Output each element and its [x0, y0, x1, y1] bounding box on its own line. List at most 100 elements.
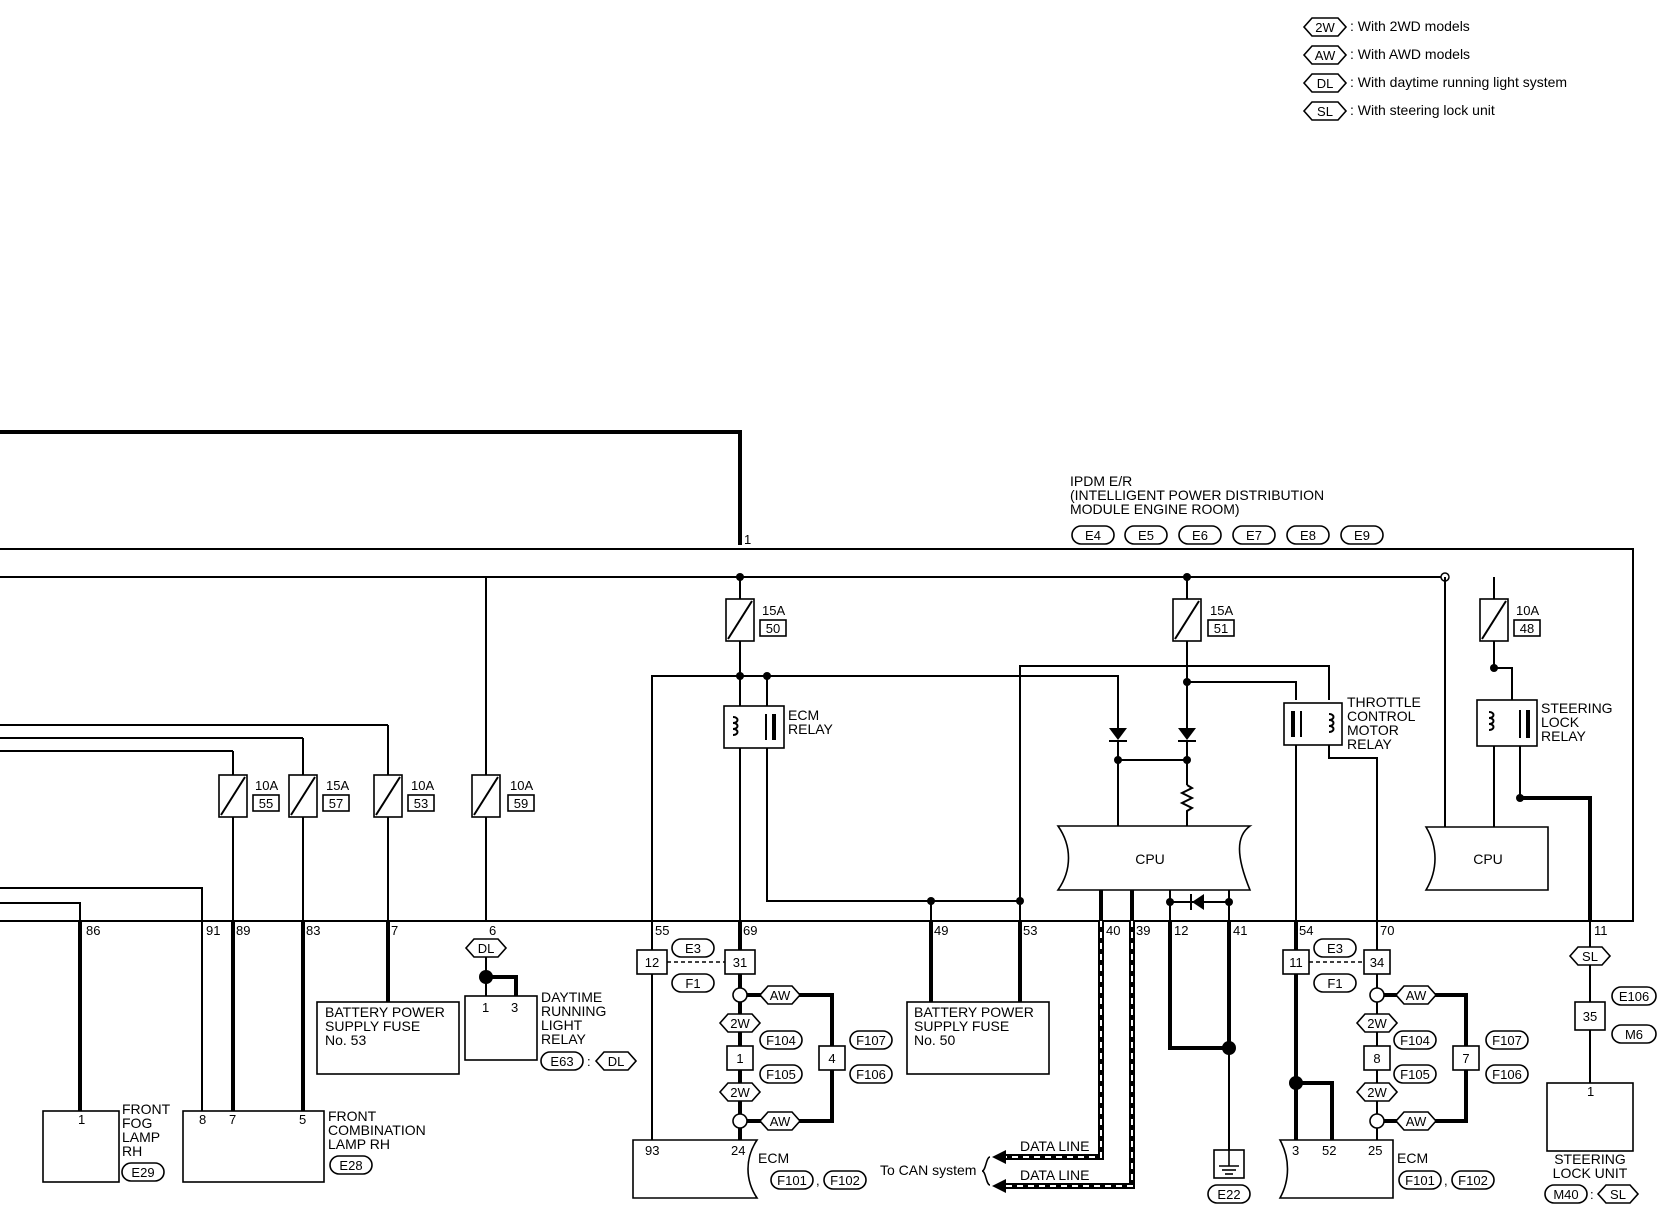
cpu-left: CPU [1056, 825, 1253, 891]
component-label: SUPPLY FUSE [325, 1018, 420, 1034]
separator: , [1444, 1173, 1448, 1188]
pin-label: 1 [736, 1051, 743, 1066]
pin-label: 52 [1322, 1143, 1336, 1158]
pin-label: 11 [1594, 923, 1608, 938]
legend-text: : With 2WD models [1350, 18, 1470, 34]
diode-internal [1166, 894, 1233, 910]
option-code: SL [1582, 949, 1598, 964]
connector-label: F107 [856, 1033, 886, 1048]
legend-text: : With steering lock unit [1350, 102, 1495, 118]
pin-label: 8 [1373, 1051, 1380, 1066]
legend-item-aw: AW : With AWD models [1302, 45, 1470, 65]
battery-power-supply-fuse-53: BATTERY POWER SUPPLY FUSE No. 53 [316, 1001, 460, 1075]
connector-label: M40 [1553, 1187, 1578, 1202]
separator: , [816, 1173, 820, 1188]
fuse-number: 48 [1520, 621, 1534, 636]
option-code: SL [1610, 1187, 1626, 1202]
legend-code: 2W [1315, 20, 1335, 35]
fuse-55: 10A 55 [218, 774, 280, 818]
pin-label: 34 [1370, 955, 1384, 970]
connector-label: E5 [1138, 528, 1154, 543]
legend-code: AW [1315, 48, 1336, 63]
fuse-number: 59 [514, 796, 528, 811]
fuse-59: 10A 59 [471, 774, 535, 818]
relay-label: MOTOR [1347, 722, 1399, 738]
ipdm-module: IPDM E/R (INTELLIGENT POWER DISTRIBUTION… [0, 473, 1634, 922]
connector-label: E28 [339, 1158, 362, 1173]
connector-label: F104 [1400, 1033, 1430, 1048]
pin-label: 39 [1136, 923, 1150, 938]
connector-label: F101 [1405, 1173, 1435, 1188]
cpu-label: CPU [1135, 851, 1165, 867]
pin-label: 5 [299, 1112, 306, 1127]
component-label: FRONT [122, 1101, 171, 1117]
aw-marker: AW [1394, 1111, 1438, 1131]
component-label: BATTERY POWER [914, 1004, 1034, 1020]
pin-label: 35 [1583, 1009, 1597, 1024]
connector-label: E3 [685, 941, 701, 956]
fuse-rating: 15A [326, 778, 349, 793]
aw-marker: AW [758, 985, 802, 1005]
steering-lock-relay: STEERING LOCK RELAY [1476, 699, 1613, 747]
diode-left [1109, 728, 1127, 742]
component-label: No. 50 [914, 1032, 955, 1048]
fuse-53: 10A 53 [373, 774, 435, 818]
option-code: AW [770, 1114, 791, 1129]
throttle-control-motor-relay: THROTTLE CONTROL MOTOR RELAY [1283, 694, 1421, 752]
legend-text: : With AWD models [1350, 46, 1470, 62]
2w-marker: 2W [1355, 1082, 1399, 1102]
option-code: 2W [1367, 1085, 1387, 1100]
option-code: AW [1406, 988, 1427, 1003]
aw-marker: AW [758, 1111, 802, 1131]
fuse-57: 15A 57 [288, 774, 350, 818]
connector-label: F106 [1492, 1067, 1522, 1082]
ipdm-outline [0, 548, 1634, 922]
cpu-label: CPU [1473, 851, 1503, 867]
fuse-rating: 10A [510, 778, 533, 793]
aw-marker: AW [1394, 985, 1438, 1005]
pin-label: 55 [655, 923, 669, 938]
connector-label: E9 [1354, 528, 1370, 543]
connector-label: F106 [856, 1067, 886, 1082]
connector-label: E22 [1217, 1187, 1240, 1202]
fuse-rating: 10A [1516, 603, 1539, 618]
fuse-number: 57 [329, 796, 343, 811]
connector-label: E3 [1327, 941, 1343, 956]
connector-label: E8 [1300, 528, 1316, 543]
component-label: ECM [758, 1150, 789, 1166]
component-label: BATTERY POWER [325, 1004, 445, 1020]
pin-labels: 86 91 89 83 7 6 55 69 49 53 40 39 12 41 … [86, 923, 1608, 938]
fuse-number: 53 [414, 796, 428, 811]
pin-label: 89 [236, 923, 250, 938]
pin-label: 69 [743, 923, 757, 938]
relay-label: STEERING [1541, 700, 1613, 716]
option-code: AW [1406, 1114, 1427, 1129]
ecm-relay: ECM RELAY [723, 705, 834, 749]
fuse-48: 10A 48 [1479, 598, 1541, 642]
component-label: DAYTIME [541, 989, 602, 1005]
pin-label: 54 [1299, 923, 1313, 938]
fuse-rating: 15A [762, 603, 785, 618]
2w-marker: 2W [1355, 1013, 1399, 1033]
option-code: 2W [730, 1085, 750, 1100]
connector-label: F105 [1400, 1067, 1430, 1082]
legend-item-dl: DL : With daytime running light system [1302, 73, 1567, 93]
legend-text: : With daytime running light system [1350, 74, 1567, 90]
pin-label: 12 [1174, 923, 1188, 938]
pin-label: 11 [1289, 955, 1303, 970]
pin-label: 1 [744, 532, 751, 547]
pin-label: 53 [1023, 923, 1037, 938]
relay-label: CONTROL [1347, 708, 1416, 724]
pin-label: 93 [645, 1143, 659, 1158]
joint-connector-sl: 35 E106 M6 [1574, 986, 1657, 1044]
data-line-label: DATA LINE [1020, 1167, 1090, 1183]
legend-code: DL [1317, 76, 1334, 91]
data-line-label: DATA LINE [1020, 1138, 1090, 1154]
pin-label: 1 [1587, 1084, 1594, 1099]
ipdm-title: IPDM E/R [1070, 473, 1132, 489]
pin-label: 7 [229, 1112, 236, 1127]
relay-label: ECM [788, 707, 819, 723]
fuse-50: 15A 50 [725, 598, 787, 642]
option-code: 2W [730, 1016, 750, 1031]
